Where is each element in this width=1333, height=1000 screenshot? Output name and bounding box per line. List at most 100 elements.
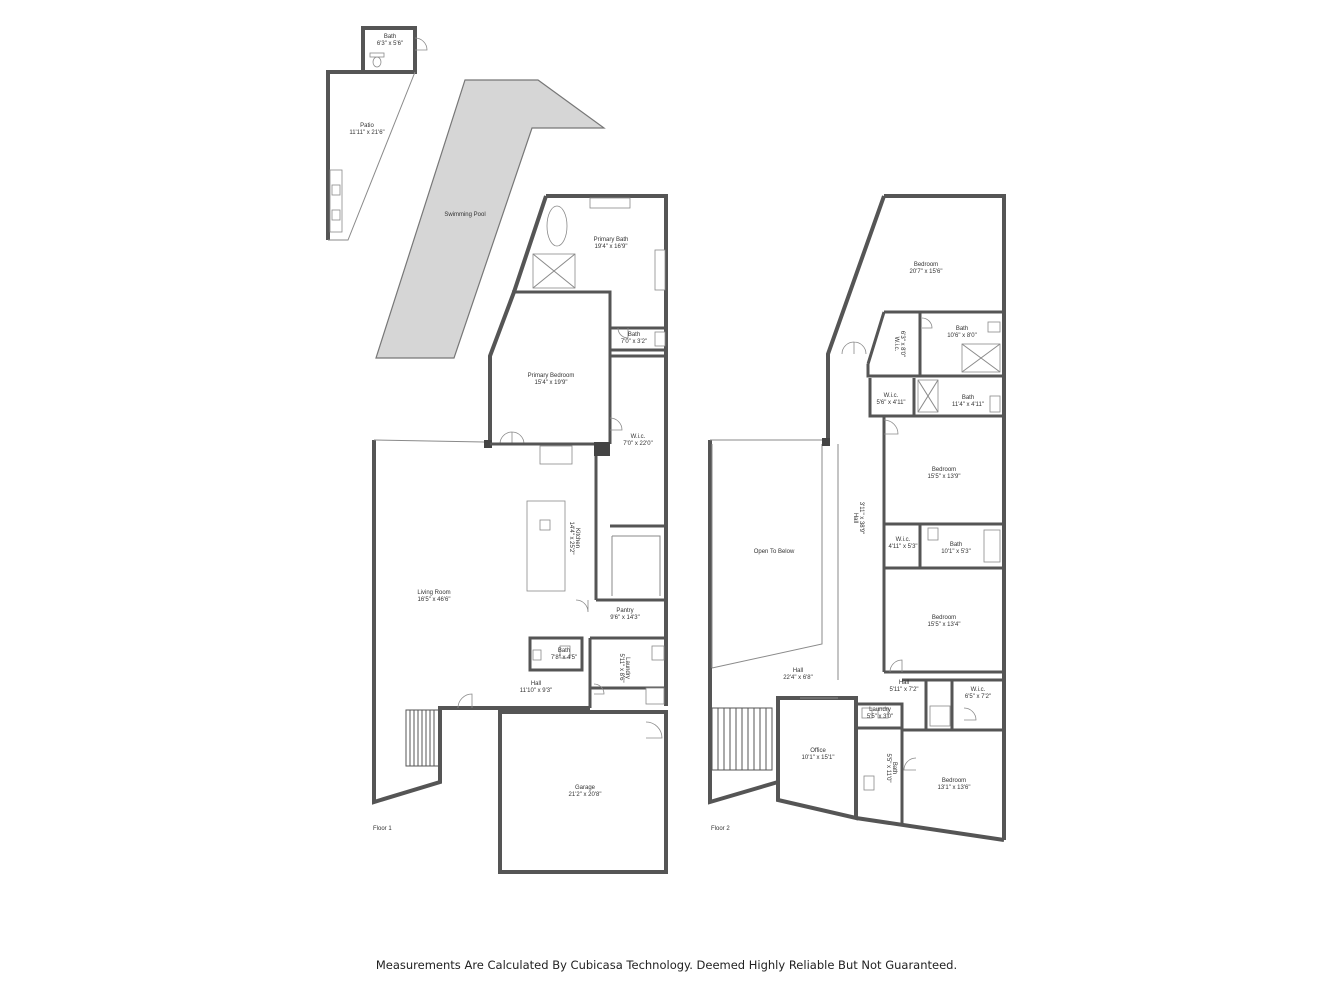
bathtub-fixture [546, 205, 568, 247]
toilet-tank [369, 52, 385, 58]
room-name: Bath [891, 762, 897, 774]
room-name: Hall [531, 681, 541, 687]
bath-wic-walls [884, 522, 1004, 570]
room-dims: 5'6" x 4'11" [876, 400, 905, 406]
room-name: Bath [558, 648, 570, 654]
room-dims: 21'2" x 20'8" [569, 792, 602, 798]
room-name: Bath [384, 34, 396, 40]
room-dims: 19'4" x 16'9" [595, 244, 628, 250]
room-name: Primary Bedroom [528, 373, 575, 379]
wic-bath-walls [868, 378, 1004, 418]
floor-1: Bath 6'3" x 5'6" Patio 11'11" x 21'6" Sw… [326, 26, 668, 874]
fixture [929, 705, 951, 727]
grill-fixture [331, 184, 341, 196]
shower-diag [961, 343, 1001, 373]
patio-edge [328, 71, 416, 241]
double-door-swing [841, 341, 867, 355]
floor-label: Floor 2 [711, 826, 730, 832]
room-name: W.i.c. [896, 537, 911, 543]
room-dims: 11'4" x 4'11" [952, 402, 984, 408]
room-dims: 10'6" x 8'0" [947, 333, 977, 339]
room-dims: 3'11" x 38'9" [858, 502, 864, 534]
patio-walls [326, 70, 363, 240]
door-swing [593, 683, 605, 695]
room-dims: 7'0" x 3'2" [621, 339, 647, 345]
room-name: Bath [956, 326, 968, 332]
room-name: Bedroom [932, 467, 956, 473]
room-dims: 7'8" x 4'5" [551, 655, 577, 661]
half-bath-walls [528, 636, 584, 672]
room-name: Bedroom [942, 778, 966, 784]
room-dims: 11'11" x 21'6" [349, 130, 384, 136]
door-swing [645, 721, 663, 739]
room-dims: 20'7" x 15'6" [910, 269, 943, 275]
stairs [405, 709, 441, 767]
room-dims: 6'3" x 8'0" [899, 331, 905, 357]
room-name: Bath [962, 395, 974, 401]
sink-fixture [539, 519, 551, 531]
column [484, 440, 492, 448]
room-name: Pantry [616, 608, 633, 614]
primary-bath-angle-wall [512, 195, 548, 293]
room-dims: 11'10" x 9'3" [520, 688, 552, 694]
measurement-disclaimer: Measurements Are Calculated By Cubicasa … [375, 958, 958, 972]
door-swing [609, 417, 623, 431]
room-name: Bath [950, 542, 962, 548]
door-swing [575, 599, 589, 613]
room-name: Hall [899, 680, 909, 686]
door-swing [457, 693, 473, 709]
door-swing [883, 419, 899, 435]
toilet-fixture [863, 775, 875, 791]
south-wall [855, 816, 1005, 842]
wic-walls [866, 364, 920, 378]
column [822, 438, 830, 446]
toilet-fixture [372, 56, 382, 68]
room-name: Swimming Pool [444, 212, 485, 218]
open-below-edge [711, 444, 823, 669]
outdoor-kitchen-counter [329, 169, 343, 233]
dryer-fixture [645, 687, 665, 705]
room-name: Garage [575, 785, 596, 791]
room-name: W.i.c. [884, 393, 899, 399]
door-swing [414, 37, 428, 51]
room-dims: 6'5" x 7'2" [965, 694, 991, 700]
stairs [711, 707, 773, 771]
room-name: Bedroom [914, 262, 938, 268]
room-name: W.i.c. [971, 687, 986, 693]
living-room-walls [372, 440, 590, 805]
room-dims: 4'11" x 5'3" [888, 544, 917, 550]
primary-bath-inner-wall [512, 290, 612, 330]
room-dims: 5'5" x 3'0" [867, 714, 893, 720]
room-name: Laundry [624, 657, 630, 679]
room-dims: 22'4" x 6'8" [783, 675, 813, 681]
sink-fixture [532, 649, 542, 661]
washer-fixture [861, 707, 873, 719]
room-dims: 5'11" x 8'6" [618, 653, 624, 682]
room-dims: 16'5" x 46'6" [418, 597, 451, 603]
shower-diag [917, 379, 939, 413]
room-dims: 15'4" x 19'9" [535, 380, 568, 386]
room-dims: 14'4" x 25'2" [568, 522, 574, 555]
bathtub-fixture [983, 529, 1001, 563]
column [594, 442, 610, 456]
room-dims: 10'1" x 5'3" [941, 549, 971, 555]
hall-wic-walls [902, 678, 1004, 732]
toilet-fixture [989, 395, 1001, 413]
bedroom-walls [884, 194, 1006, 312]
door-swing [617, 327, 629, 339]
room-dims: 5'11" x 7'2" [889, 687, 918, 693]
room-name: Bath [628, 332, 640, 338]
room-name: Living Room [417, 590, 450, 596]
room-dims: 15'5" x 13'9" [928, 474, 961, 480]
bath-walls [918, 312, 1004, 378]
primary-bath-walls [546, 194, 668, 356]
range-fixture [539, 445, 573, 465]
room-dims: 15'5" x 13'4" [928, 622, 961, 628]
dryer-fixture [877, 707, 889, 719]
swimming-pool [375, 79, 606, 359]
room-dims: 9'6" x 14'3" [610, 615, 640, 621]
sink-fixture [331, 209, 341, 221]
washer-fixture [651, 645, 665, 661]
kitchen-island [526, 500, 566, 592]
